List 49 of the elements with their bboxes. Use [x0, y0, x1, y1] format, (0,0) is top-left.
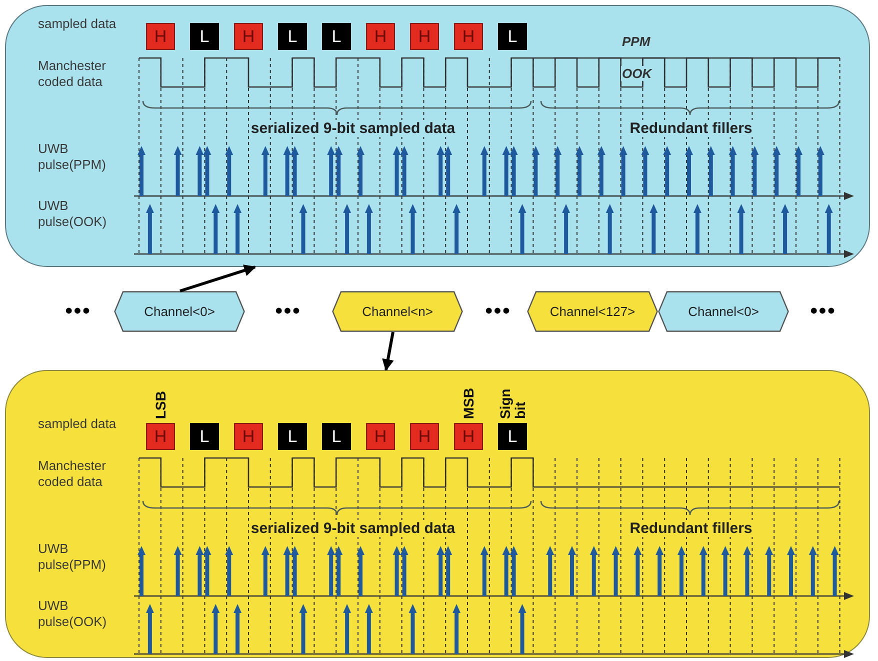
sampled-bit: H — [234, 423, 263, 450]
row-label: UWB pulse(OOK) — [38, 198, 108, 230]
sampled-bit: H — [410, 423, 439, 450]
row-label: UWB pulse(PPM) — [38, 541, 107, 573]
section-label: serialized 9-bit sampled data — [248, 120, 458, 137]
sampled-bit: L — [498, 423, 527, 450]
waveform-label: PPM — [621, 34, 652, 49]
row-label: Manchester coded data — [38, 58, 107, 90]
sampled-bit: H — [454, 23, 483, 50]
sampled-bit: L — [278, 423, 307, 450]
channel-label: Channel<0> — [688, 304, 759, 319]
sampled-bit: L — [498, 23, 527, 50]
sampled-bit: H — [366, 23, 395, 50]
channel-label: Channel<127> — [550, 304, 636, 319]
channel-label: Channel<0> — [144, 304, 215, 319]
row-label: UWB pulse(OOK) — [38, 598, 108, 630]
sampled-bit: H — [146, 23, 175, 50]
channel-label: Channel<n> — [362, 304, 433, 319]
row-label: UWB pulse(PPM) — [38, 141, 107, 173]
sampled-bit: L — [322, 23, 351, 50]
section-label: serialized 9-bit sampled data — [248, 520, 458, 537]
channel-hexagon — [114, 291, 245, 332]
ellipsis-dots: ••• — [484, 300, 512, 322]
section-label: Redundant fillers — [628, 520, 754, 537]
bit-annotation: Sign bit — [498, 388, 528, 419]
sampled-bit: L — [278, 23, 307, 50]
sampled-bit: H — [146, 423, 175, 450]
ellipsis-dots: ••• — [810, 300, 836, 322]
arrow — [382, 332, 394, 372]
signal-panel — [5, 370, 870, 658]
sampled-bit: H — [234, 23, 263, 50]
sampled-bit: H — [410, 23, 439, 50]
signal-panel — [5, 5, 870, 267]
sampled-bit: L — [190, 423, 219, 450]
row-label: Manchester coded data — [38, 458, 107, 490]
section-label: Redundant fillers — [628, 120, 754, 137]
bit-annotation: LSB — [153, 391, 168, 419]
sampled-bit: L — [322, 423, 351, 450]
sampled-bit: H — [454, 423, 483, 450]
sampled-bit: L — [190, 23, 219, 50]
ellipsis-dots: ••• — [64, 300, 92, 322]
channel-hexagon — [332, 291, 463, 332]
sampled-bit: H — [366, 423, 395, 450]
bit-annotation: MSB — [461, 388, 476, 419]
row-label: sampled data — [38, 16, 118, 32]
arrow — [180, 264, 256, 292]
row-label: sampled data — [38, 416, 118, 432]
ellipsis-dots: ••• — [274, 300, 302, 322]
waveform-label: OOK — [621, 66, 653, 81]
